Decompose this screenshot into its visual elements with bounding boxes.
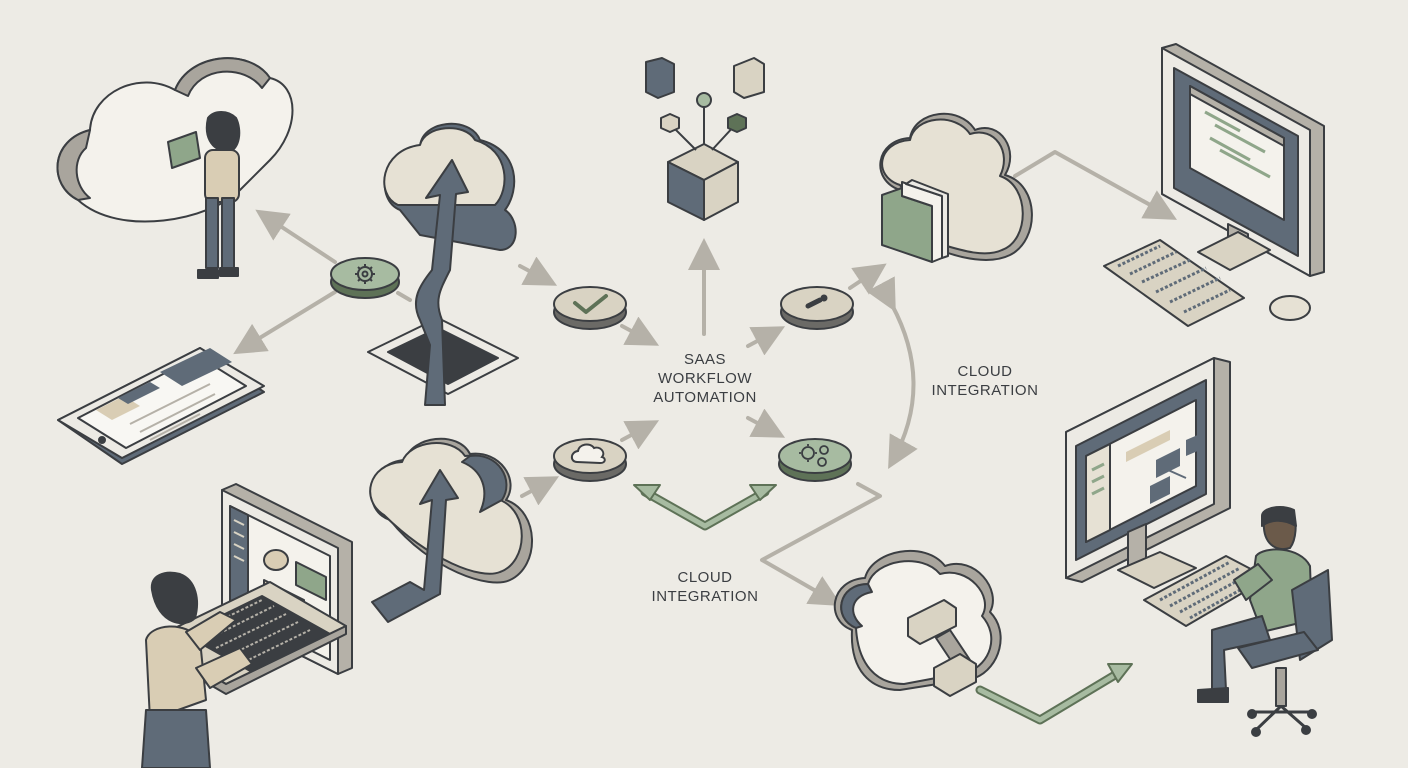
arrow-cloud-to-check [518, 256, 558, 286]
cloud-upload-icon [414, 159, 469, 406]
arrow-cloud-to-monitor [1013, 150, 1177, 220]
cloud-plug [833, 550, 1002, 697]
cloud-integration-label-bottom: CLOUD INTEGRATION [651, 569, 759, 605]
cloud-user-tablet [56, 57, 294, 279]
check-icon [573, 294, 608, 314]
desktop-computer-top [1103, 43, 1325, 327]
center-label: SAAS WORKFLOW AUTOMATION [653, 351, 757, 406]
arrow-cloudbadge-to-center [620, 420, 660, 450]
tablet-device [57, 347, 265, 465]
cloud-integration-label-right: CLOUD INTEGRATION [931, 363, 1039, 399]
plug-icon [907, 599, 977, 697]
gear-badge [330, 257, 400, 299]
arrow-center-to-gears [746, 408, 786, 438]
mouse-icon [1269, 295, 1311, 321]
cloud-upload-pedestal [367, 122, 519, 406]
woman-with-tablet [167, 111, 241, 279]
gears-icon [799, 444, 829, 467]
check-badge [553, 286, 627, 330]
arrow-gears-to-cloud [760, 482, 882, 606]
warning-icon [805, 297, 823, 309]
tablet-icon [167, 131, 201, 169]
green-arrows [633, 484, 1133, 725]
warning-badge [780, 286, 854, 330]
arrow-gear-to-cloud-user [255, 209, 337, 264]
folder-cloud [879, 112, 1033, 263]
desktop-computer-bottom [1065, 357, 1269, 627]
package-icon [645, 57, 765, 221]
arrow-gear-to-tablet [233, 290, 337, 355]
cloud-badge [553, 438, 627, 482]
woman-typing [141, 571, 253, 768]
arrow-check-to-center [620, 316, 660, 346]
connector-arrows [233, 150, 1177, 606]
arrow-cloud-to-cloudbadge [520, 476, 560, 506]
gears-badge [778, 438, 852, 482]
man-at-desk [1197, 506, 1333, 737]
arrow-curve-integration [866, 276, 918, 469]
arrow-center-to-warning [746, 326, 786, 356]
cloud-sync-lower [369, 437, 533, 623]
cloud-icon [570, 443, 606, 465]
green-double-arrow [640, 487, 770, 531]
arrow-warning-to-folder [848, 263, 887, 295]
arrow-to-gear [396, 291, 412, 302]
gear-icon [355, 264, 375, 284]
